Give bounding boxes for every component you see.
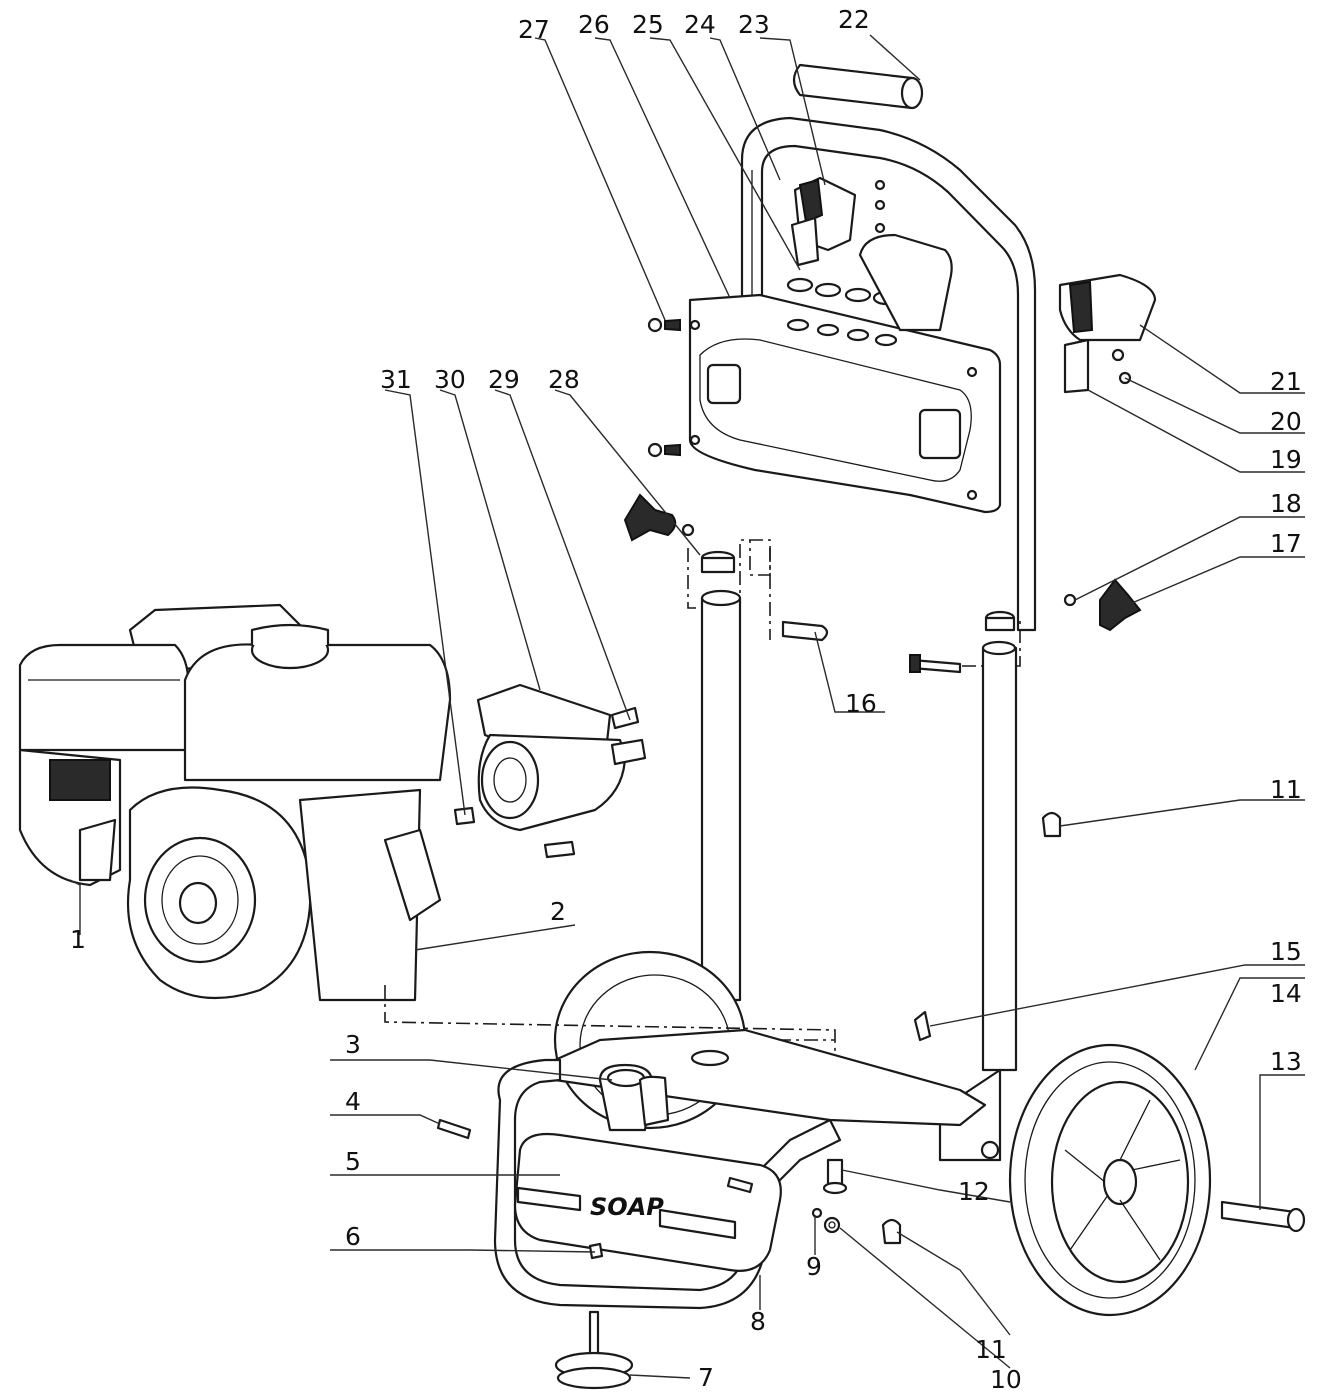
hose-hanger-bracket	[790, 176, 886, 267]
callout-23: 23	[738, 10, 770, 39]
callout-11-top: 11	[1270, 775, 1302, 804]
callout-29: 29	[488, 365, 520, 394]
callout-15: 15	[1270, 937, 1302, 966]
callout-3: 3	[345, 1030, 361, 1059]
callout-30: 30	[434, 365, 466, 394]
callout-17: 17	[1270, 529, 1302, 558]
rubber-foot	[554, 1310, 634, 1390]
panel-screws	[647, 317, 681, 458]
leader-lines	[69, 34, 1305, 1379]
callout-19: 19	[1270, 445, 1302, 474]
pump	[453, 683, 647, 859]
handle-grip	[792, 63, 924, 110]
callout-9: 9	[806, 1252, 822, 1281]
upper-handle-frame	[740, 116, 1037, 632]
callout-5: 5	[345, 1147, 361, 1176]
callout-13: 13	[1270, 1047, 1302, 1076]
callout-21: 21	[1270, 367, 1302, 396]
callout-2: 2	[550, 897, 566, 926]
soap-tank: SOAP	[513, 1132, 782, 1272]
callout-7: 7	[698, 1363, 714, 1392]
callout-20: 20	[1270, 407, 1302, 436]
axle	[1220, 1200, 1306, 1233]
lower-frame	[700, 589, 1018, 1162]
callout-16: 16	[845, 689, 877, 718]
callout-8: 8	[750, 1307, 766, 1336]
engine	[18, 603, 452, 1002]
fasteners	[436, 811, 1062, 1245]
control-panel	[688, 233, 1002, 514]
right-wheel	[1008, 1043, 1212, 1317]
callout-25: 25	[632, 10, 664, 39]
tube-inserts	[700, 550, 1016, 632]
callout-1: 1	[70, 925, 86, 954]
callout-24: 24	[684, 10, 716, 39]
callout-6: 6	[345, 1222, 361, 1251]
callout-31: 31	[380, 365, 412, 394]
callout-26: 26	[578, 10, 610, 39]
callout-18: 18	[1270, 489, 1302, 518]
callout-28: 28	[548, 365, 580, 394]
handle-knobs	[623, 493, 1142, 674]
callout-14: 14	[1270, 979, 1302, 1008]
callout-27: 27	[518, 15, 550, 44]
callout-4: 4	[345, 1087, 361, 1116]
soap-decal: SOAP	[590, 1193, 664, 1221]
callout-labels: 1 2 3 4 5 6 7 8 9 10 11 11 12 13 14 15 1…	[70, 5, 1302, 1394]
callout-22: 22	[838, 5, 870, 34]
callout-10: 10	[990, 1365, 1022, 1394]
callout-11-bottom: 11	[975, 1335, 1007, 1364]
callout-12: 12	[958, 1177, 990, 1206]
gun-holder	[1058, 273, 1157, 394]
